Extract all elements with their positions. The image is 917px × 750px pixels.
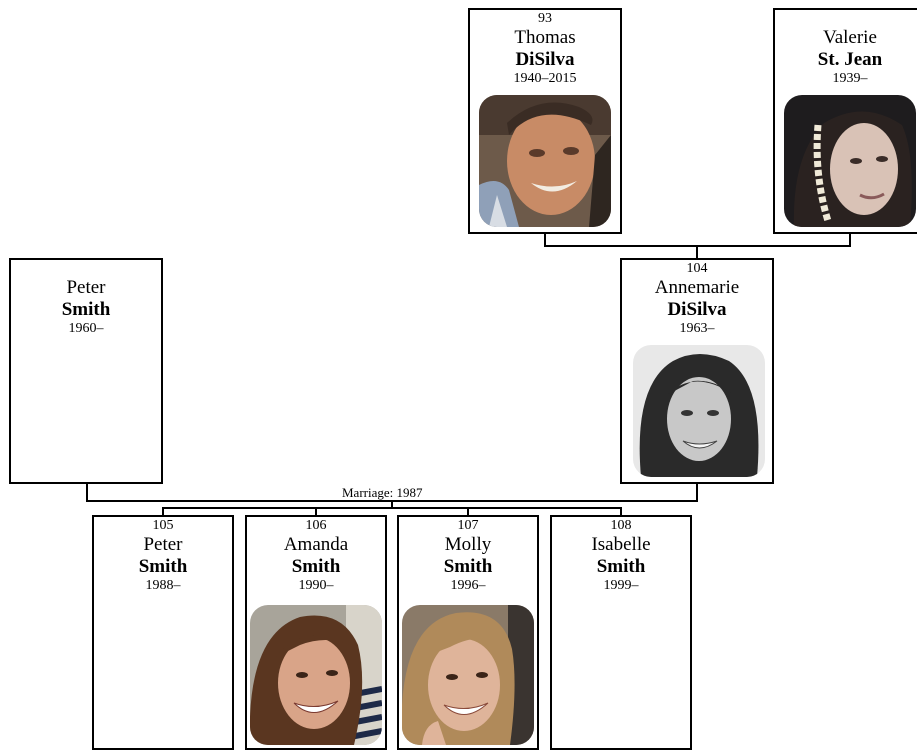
person-id: 93 bbox=[538, 11, 552, 26]
surname: DiSilva bbox=[667, 299, 727, 320]
person-card-isabelle[interactable]: 108 Isabelle Smith 1999– bbox=[550, 515, 692, 750]
connector-line bbox=[162, 507, 622, 509]
portrait-photo bbox=[479, 95, 611, 227]
life-dates: 1988– bbox=[145, 578, 181, 593]
portrait-photo bbox=[633, 345, 765, 477]
marriage-label: Marriage: 1987 bbox=[341, 485, 424, 500]
connector-line bbox=[391, 500, 393, 508]
person-card-amanda[interactable]: 106 Amanda Smith 1990– bbox=[245, 515, 387, 750]
connector-line bbox=[696, 483, 698, 501]
given-name: Annemarie bbox=[654, 277, 740, 298]
life-dates: 1963– bbox=[679, 321, 715, 336]
given-name: Isabelle bbox=[591, 534, 651, 555]
person-card-annemarie[interactable]: 104 Annemarie DiSilva 1963– bbox=[620, 258, 774, 484]
person-card-thomas[interactable]: 93 Thomas DiSilva 1940–2015 bbox=[468, 8, 622, 234]
surname: Smith bbox=[291, 556, 341, 577]
given-name: Peter bbox=[66, 277, 106, 298]
person-id: 107 bbox=[457, 518, 479, 533]
surname: Smith bbox=[596, 556, 646, 577]
connector-line bbox=[544, 233, 546, 246]
life-dates: 1960– bbox=[68, 321, 104, 336]
life-dates: 1939– bbox=[832, 71, 868, 86]
person-card-peter-jr[interactable]: 105 Peter Smith 1988– bbox=[92, 515, 234, 750]
connector-line bbox=[162, 507, 164, 516]
given-name: Molly bbox=[444, 534, 492, 555]
connector-line bbox=[467, 507, 469, 516]
given-name: Thomas bbox=[514, 27, 576, 48]
life-dates: 1940–2015 bbox=[513, 71, 577, 86]
person-card-valerie[interactable]: Valerie St. Jean 1939– bbox=[773, 8, 917, 234]
person-id bbox=[775, 11, 917, 26]
life-dates: 1990– bbox=[298, 578, 334, 593]
given-name: Amanda bbox=[283, 534, 349, 555]
person-id: 104 bbox=[686, 261, 708, 276]
surname: Smith bbox=[443, 556, 493, 577]
surname: St. Jean bbox=[817, 49, 883, 70]
person-id: 106 bbox=[305, 518, 327, 533]
connector-line bbox=[849, 233, 851, 246]
surname: DiSilva bbox=[515, 49, 575, 70]
portrait-photo bbox=[402, 605, 534, 745]
connector-line bbox=[696, 245, 698, 259]
life-dates: 1996– bbox=[450, 578, 486, 593]
person-card-peter-sr[interactable]: Peter Smith 1960– bbox=[9, 258, 163, 484]
surname: Smith bbox=[138, 556, 188, 577]
connector-line bbox=[315, 507, 317, 516]
connector-line bbox=[86, 483, 88, 501]
person-id: 108 bbox=[610, 518, 632, 533]
portrait-photo bbox=[250, 605, 382, 745]
given-name: Peter bbox=[143, 534, 183, 555]
life-dates: 1999– bbox=[603, 578, 639, 593]
person-card-molly[interactable]: 107 Molly Smith 1996– bbox=[397, 515, 539, 750]
person-id bbox=[11, 261, 161, 276]
given-name: Valerie bbox=[823, 27, 877, 48]
surname: Smith bbox=[61, 299, 111, 320]
connector-line bbox=[620, 507, 622, 516]
person-id: 105 bbox=[152, 518, 174, 533]
portrait-photo bbox=[784, 95, 916, 227]
